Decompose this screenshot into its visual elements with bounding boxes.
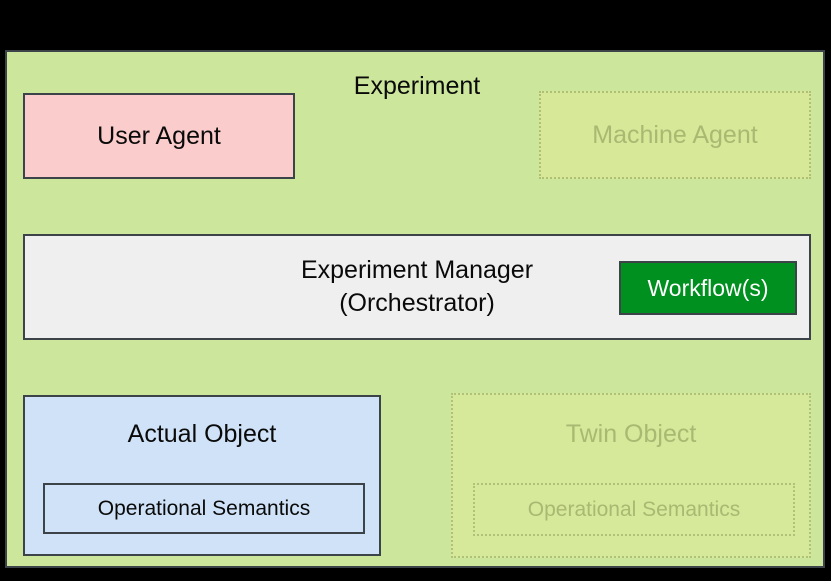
node-twin-object[interactable]: Twin Object Operational Semantics	[451, 393, 811, 558]
user-agent-label: User Agent	[97, 121, 221, 150]
experiment-manager-label-line2: (Orchestrator)	[339, 289, 495, 317]
actual-object-operational-semantics[interactable]: Operational Semantics	[43, 483, 365, 534]
workflow-label: Workflow(s)	[647, 274, 769, 301]
actual-object-label: Actual Object	[127, 420, 277, 448]
experiment-manager-label-line1: Experiment Manager	[300, 256, 534, 284]
node-actual-object[interactable]: Actual Object Operational Semantics	[23, 395, 381, 556]
node-workflow[interactable]: Workflow(s)	[619, 261, 797, 315]
twin-object-operational-semantics-label: Operational Semantics	[527, 497, 741, 521]
twin-object-operational-semantics[interactable]: Operational Semantics	[473, 483, 795, 536]
machine-agent-label: Machine Agent	[592, 120, 758, 149]
experiment-manager-text: Experiment Manager (Orchestrator)	[301, 254, 533, 320]
node-experiment-manager[interactable]: Experiment Manager (Orchestrator) Workfl…	[23, 234, 811, 340]
twin-object-label: Twin Object	[565, 420, 697, 448]
node-user-agent[interactable]: User Agent	[23, 93, 295, 179]
experiment-title: Experiment	[353, 72, 481, 100]
actual-object-operational-semantics-label: Operational Semantics	[97, 496, 311, 520]
experiment-container: Experiment User Agent Machine Agent Expe…	[5, 50, 825, 568]
node-machine-agent[interactable]: Machine Agent	[539, 91, 811, 179]
